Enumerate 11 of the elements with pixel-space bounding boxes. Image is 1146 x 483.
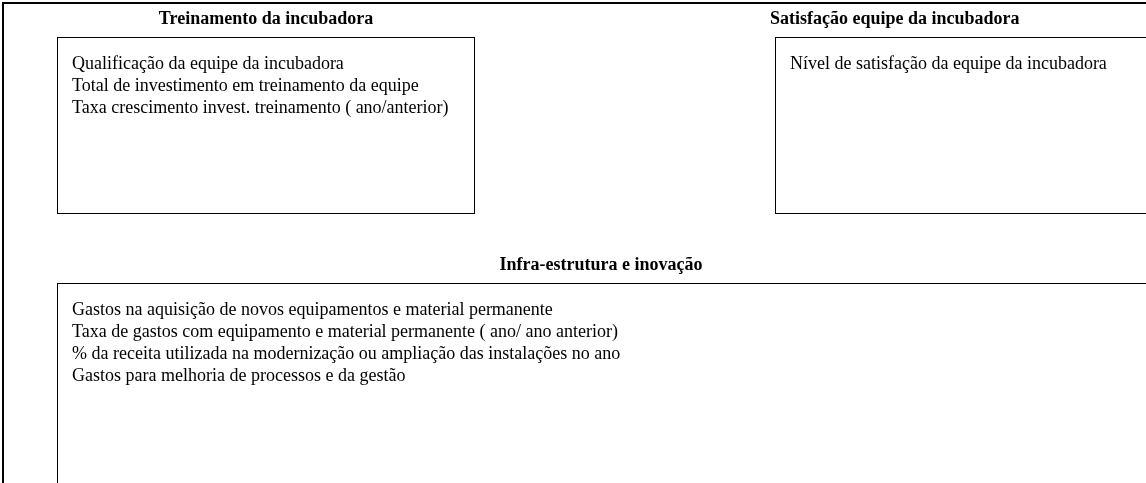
- indicator-text: Taxa crescimento invest. treinamento ( ano/anterior): [72, 96, 450, 118]
- indicator-text: Nível de satisfação da equipe da incubadora: [790, 52, 1108, 74]
- indicator-text: Taxa de gastos com equipamento e material permanente ( ano/ ano anterior): [72, 320, 619, 342]
- indicator-text: Qualificação da equipe da incubadora: [72, 52, 345, 74]
- indicator-text: Total de investimento em treinamento da equipe: [72, 74, 420, 96]
- section-heading: Infra-estrutura e inovação: [499, 254, 703, 275]
- indicator-text: % da receita utilizada na modernização ou ampliação das instalações no ano: [72, 342, 622, 364]
- indicator-text: Gastos para melhoria de processos e da gestão: [72, 364, 407, 386]
- section-heading: Treinamento da incubadora: [158, 8, 374, 29]
- indicator-text: Gastos na aquisição de novos equipamentos e material permanente: [72, 298, 554, 320]
- section-heading: Satisfação equipe da incubadora: [770, 8, 1020, 29]
